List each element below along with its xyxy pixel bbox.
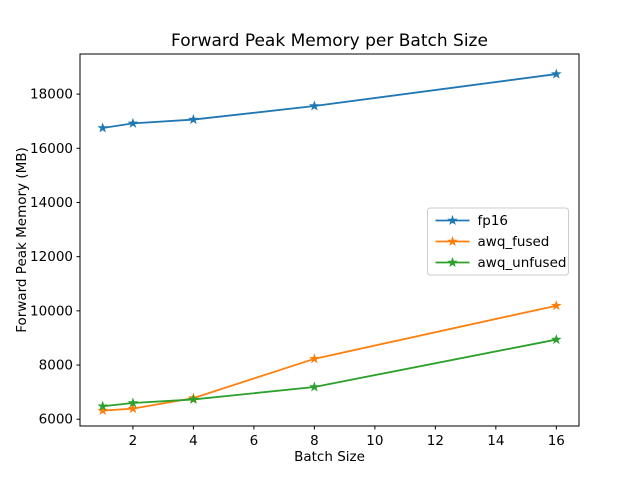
- series-marker-awq_fused: [127, 403, 139, 414]
- x-tick-label: 14: [487, 433, 504, 449]
- x-tick-label: 12: [427, 433, 444, 449]
- series-marker-awq_unfused: [97, 400, 109, 411]
- legend-marker-fp16: [447, 214, 458, 226]
- legend-box: [427, 207, 569, 276]
- series-marker-awq_fused: [309, 353, 320, 364]
- chart-title: Forward Peak Memory per Batch Size: [171, 31, 488, 51]
- series-marker-awq_unfused: [309, 381, 320, 392]
- legend-marker-awq_fused: [447, 235, 458, 247]
- axes-spines: [79, 53, 580, 427]
- x-axis-label: Batch Size: [294, 449, 365, 465]
- y-tick-label: 8000: [39, 358, 73, 374]
- y-tick-label: 10000: [30, 303, 73, 319]
- series-marker-awq_unfused: [550, 333, 562, 345]
- y-tick-label: 16000: [30, 141, 73, 157]
- series-marker-fp16: [309, 100, 320, 111]
- series-marker-fp16: [550, 68, 562, 79]
- x-tick-label: 16: [548, 433, 565, 449]
- series-marker-awq_fused: [97, 404, 109, 416]
- legend-label-awq_fused: awq_fused: [478, 234, 550, 250]
- y-tick-label: 12000: [30, 249, 73, 265]
- legend-marker-awq_unfused: [447, 256, 458, 268]
- y-tick-label: 18000: [30, 87, 73, 103]
- x-tick-label: 10: [366, 433, 383, 449]
- legend-label-fp16: fp16: [478, 213, 509, 229]
- y-tick-label: 14000: [30, 195, 73, 211]
- series-marker-awq_unfused: [188, 393, 199, 404]
- series-marker-fp16: [188, 113, 199, 125]
- series-marker-fp16: [127, 117, 139, 128]
- x-tick-label: 6: [250, 433, 259, 449]
- x-tick-label: 4: [189, 433, 198, 449]
- y-tick-label: 6000: [39, 412, 73, 428]
- series-marker-awq_unfused: [127, 397, 139, 408]
- series-marker-awq_fused: [550, 300, 562, 311]
- x-tick-label: 8: [310, 433, 319, 449]
- x-tick-label: 2: [129, 433, 138, 449]
- legend-label-awq_unfused: awq_unfused: [478, 255, 567, 271]
- series-marker-fp16: [97, 122, 109, 133]
